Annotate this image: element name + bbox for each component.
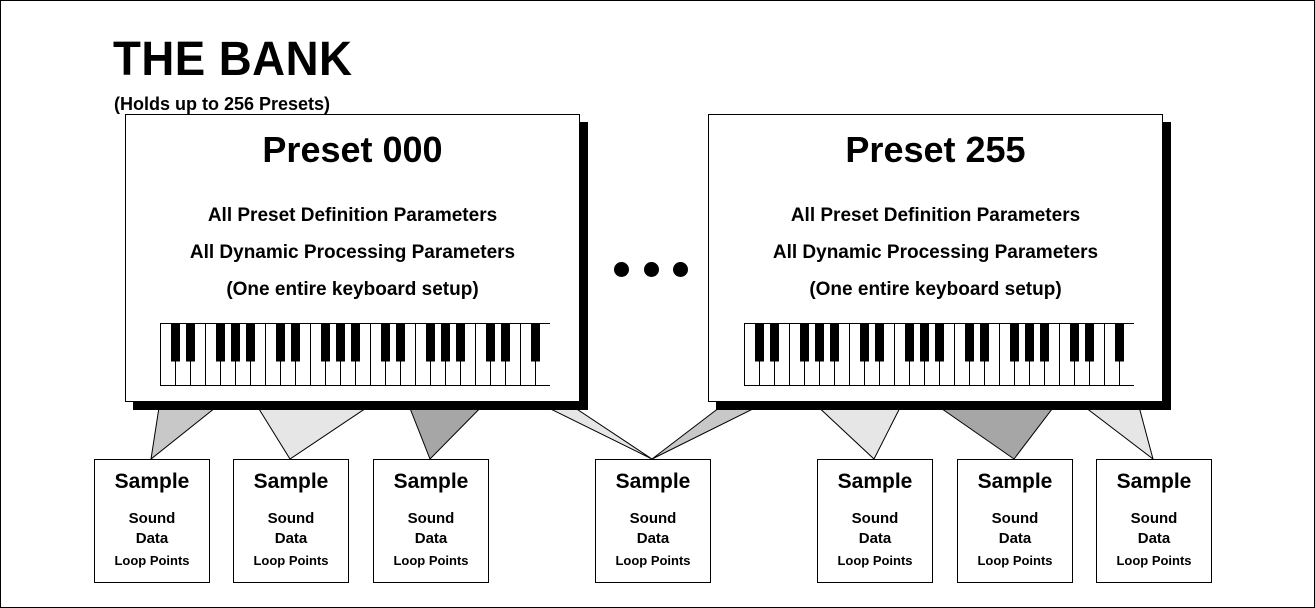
bank-subtitle: (Holds up to 256 Presets) <box>114 94 331 114</box>
preset-line-dynamic: All Dynamic Processing Parameters <box>189 242 516 263</box>
black-key <box>1070 323 1079 362</box>
sample-title: Sample <box>393 470 469 493</box>
sample-title: Sample <box>837 470 913 493</box>
sample-line-loop-points: Loop Points <box>114 553 190 568</box>
black-key <box>216 323 225 362</box>
sample-line-loop-points: Loop Points <box>253 553 329 568</box>
ellipsis-dot <box>614 262 629 277</box>
sample-line-sound: Sound <box>991 510 1039 527</box>
sample-line-sound: Sound <box>267 510 315 527</box>
sample-box: Sample Sound Data Loop Points <box>373 459 489 583</box>
bank-title: THE BANK <box>113 33 353 86</box>
sample-line-data: Data <box>1137 530 1171 547</box>
black-key <box>291 323 300 362</box>
black-key <box>336 323 345 362</box>
black-key <box>486 323 495 362</box>
black-key <box>905 323 914 362</box>
black-key <box>1115 323 1124 362</box>
black-key <box>321 323 330 362</box>
keyboard-icon <box>160 323 550 386</box>
sample-line-loop-points: Loop Points <box>393 553 469 568</box>
sample-box: Sample Sound Data Loop Points <box>817 459 933 583</box>
black-key <box>186 323 195 362</box>
keyboard-icon <box>744 323 1134 386</box>
black-key <box>171 323 180 362</box>
sample-line-loop-points: Loop Points <box>615 553 691 568</box>
sample-line-data: Data <box>135 530 169 547</box>
sample-box: Sample Sound Data Loop Points <box>1096 459 1212 583</box>
black-key <box>381 323 390 362</box>
black-key <box>1085 323 1094 362</box>
sample-box: Sample Sound Data Loop Points <box>233 459 349 583</box>
black-key <box>965 323 974 362</box>
black-key <box>1040 323 1049 362</box>
black-key <box>920 323 929 362</box>
sample-title: Sample <box>615 470 691 493</box>
black-key <box>276 323 285 362</box>
sample-line-data: Data <box>274 530 308 547</box>
sample-line-sound: Sound <box>128 510 176 527</box>
black-key <box>875 323 884 362</box>
ellipsis-dot <box>644 262 659 277</box>
black-key <box>935 323 944 362</box>
black-key <box>351 323 360 362</box>
black-key <box>501 323 510 362</box>
sample-title: Sample <box>977 470 1053 493</box>
sample-title: Sample <box>253 470 329 493</box>
sample-line-loop-points: Loop Points <box>977 553 1053 568</box>
black-key <box>860 323 869 362</box>
sample-box: Sample Sound Data Loop Points <box>957 459 1073 583</box>
sample-title: Sample <box>1116 470 1192 493</box>
preset-line-setup: (One entire keyboard setup) <box>809 279 1062 300</box>
preset-title: Preset 255 <box>845 129 1026 170</box>
black-key <box>396 323 405 362</box>
black-key <box>830 323 839 362</box>
sample-title: Sample <box>114 470 190 493</box>
sample-line-sound: Sound <box>629 510 677 527</box>
sample-line-sound: Sound <box>851 510 899 527</box>
black-key <box>770 323 779 362</box>
sample-line-sound: Sound <box>407 510 455 527</box>
sample-line-loop-points: Loop Points <box>1116 553 1192 568</box>
black-key <box>456 323 465 362</box>
black-key <box>800 323 809 362</box>
black-key <box>1010 323 1019 362</box>
sample-line-data: Data <box>636 530 670 547</box>
sample-line-data: Data <box>998 530 1032 547</box>
preset-line-definition: All Preset Definition Parameters <box>207 205 498 226</box>
black-key <box>531 323 540 362</box>
black-key <box>755 323 764 362</box>
black-key <box>1025 323 1034 362</box>
sample-box: Sample Sound Data Loop Points <box>595 459 711 583</box>
black-key <box>231 323 240 362</box>
sample-line-data: Data <box>858 530 892 547</box>
ellipsis-dot <box>673 262 688 277</box>
black-key <box>980 323 989 362</box>
preset-line-definition: All Preset Definition Parameters <box>790 205 1081 226</box>
sample-line-loop-points: Loop Points <box>837 553 913 568</box>
black-key <box>426 323 435 362</box>
sample-line-sound: Sound <box>1130 510 1178 527</box>
black-key <box>815 323 824 362</box>
preset-line-setup: (One entire keyboard setup) <box>226 279 479 300</box>
preset-title: Preset 000 <box>262 129 443 170</box>
preset-line-dynamic: All Dynamic Processing Parameters <box>772 242 1099 263</box>
black-key <box>246 323 255 362</box>
sample-line-data: Data <box>414 530 448 547</box>
sample-box: Sample Sound Data Loop Points <box>94 459 210 583</box>
black-key <box>441 323 450 362</box>
